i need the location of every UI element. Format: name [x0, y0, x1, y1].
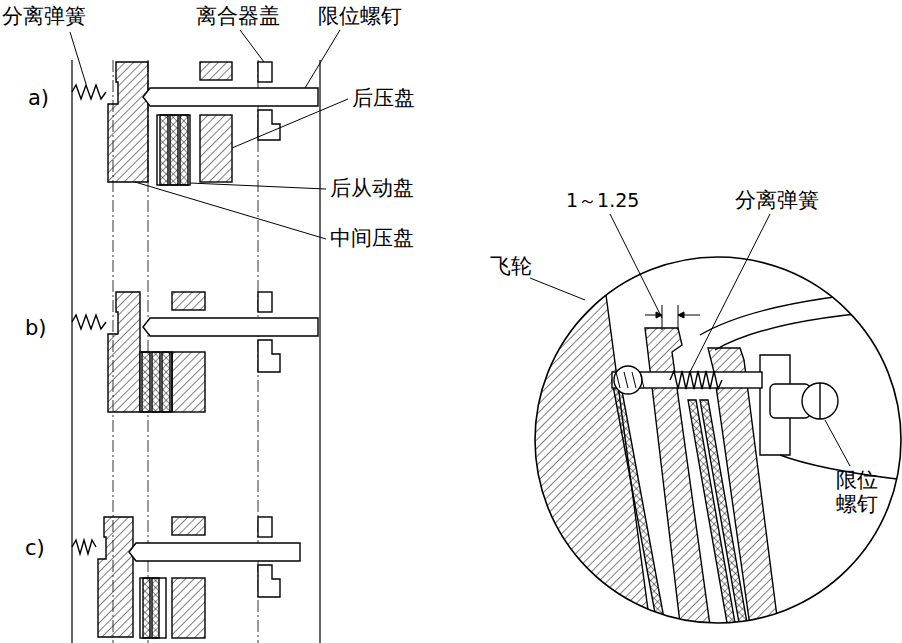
- part-label: 限位螺钉: [318, 4, 402, 28]
- part-label: 分离弹簧: [735, 188, 819, 212]
- part-label: 后压盘: [352, 86, 415, 110]
- part-label: c): [25, 536, 45, 560]
- reference-lines: [72, 60, 320, 643]
- part-label: 1～1.25: [566, 190, 639, 212]
- part-label: 飞轮: [490, 254, 532, 278]
- part-label: a): [28, 86, 49, 110]
- clutch-state-a: [72, 62, 318, 185]
- part-label: 后从动盘: [330, 176, 414, 200]
- part-label: 中间压盘: [330, 226, 414, 250]
- part-label: 分离弹簧: [2, 4, 86, 28]
- part-label: 离合器盖: [196, 4, 280, 28]
- leader-lines: [70, 30, 348, 239]
- part-label: b): [25, 316, 47, 340]
- detail-view: [520, 250, 902, 640]
- detail-leaders: [530, 214, 850, 466]
- clutch-state-c: [72, 517, 300, 638]
- part-label: 限位 螺钉: [834, 468, 880, 516]
- clutch-state-b: [72, 292, 318, 412]
